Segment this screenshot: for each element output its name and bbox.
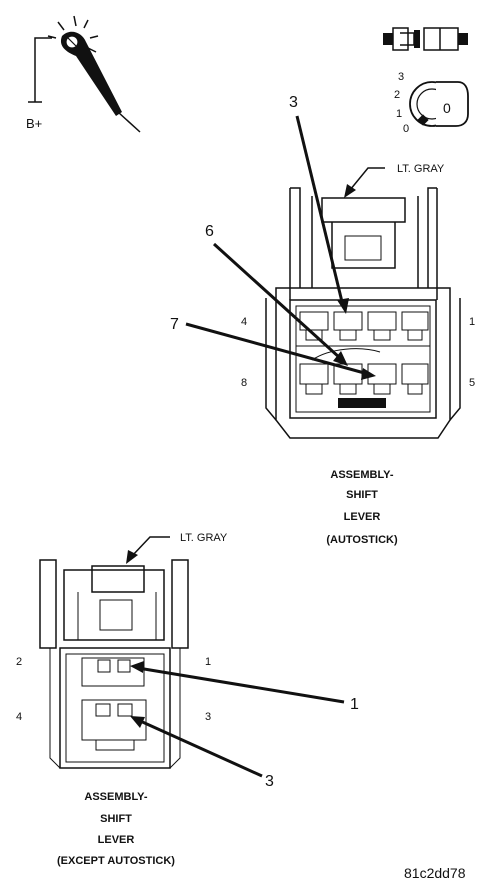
pin-label-4: 4 [16,711,22,723]
callout-3-bottom: 3 [130,716,274,790]
figure-code: 81c2dd78 [404,865,466,881]
caption-autostick: ASSEMBLY- SHIFT LEVER (AUTOSTICK) [326,469,398,546]
callout-number: 1 [350,696,359,713]
caption-line: (EXCEPT AUTOSTICK) [57,855,175,867]
callout-7: 7 [170,316,376,380]
terminal-row-upper [299,311,429,341]
caption-line: LEVER [98,834,135,846]
pin-label-4: 4 [241,316,247,328]
callout-number: 7 [170,316,179,333]
pin-label-2: 2 [16,656,22,668]
callout-6: 6 [205,223,348,366]
ignition-switch-icon: 3 2 1 0 0 [394,71,469,135]
pin-label-3: 3 [205,711,211,723]
switch-pos-1: 1 [396,108,402,120]
switch-pos-0: 0 [403,123,409,135]
caption-line: (AUTOSTICK) [326,534,398,546]
callout-1-bottom: 1 [130,661,359,713]
callout-3-top: 3 [289,94,349,314]
pin-label-1: 1 [205,656,211,668]
pin-label-8: 8 [241,377,247,389]
callout-number: 3 [265,773,274,790]
voltage-probe-icon: B+ [26,15,141,133]
color-note-text: LT. GRAY [397,163,445,175]
terminal-row-lower [299,363,429,408]
connector-autostick [265,187,461,439]
pin-label-5: 5 [469,377,475,389]
color-note-top: LT. GRAY [344,163,445,198]
callout-number: 6 [205,223,214,240]
connector-symbol-icon [383,27,468,51]
caption-except-autostick: ASSEMBLY- SHIFT LEVER (EXCEPT AUTOSTICK) [57,791,175,867]
caption-line: LEVER [344,511,381,523]
connector-except-autostick [39,559,189,769]
callout-number: 3 [289,94,298,111]
caption-line: ASSEMBLY- [330,469,394,481]
caption-line: ASSEMBLY- [84,791,148,803]
color-note-bottom: LT. GRAY [126,532,228,564]
caption-line: SHIFT [100,813,132,825]
pin-label-1: 1 [469,316,475,328]
switch-pos-2: 2 [394,89,400,101]
battery-positive-label: B+ [26,116,42,131]
caption-line: SHIFT [346,489,378,501]
switch-pos-3: 3 [398,71,404,83]
color-note-text: LT. GRAY [180,532,228,544]
key-label: 0 [443,100,451,116]
